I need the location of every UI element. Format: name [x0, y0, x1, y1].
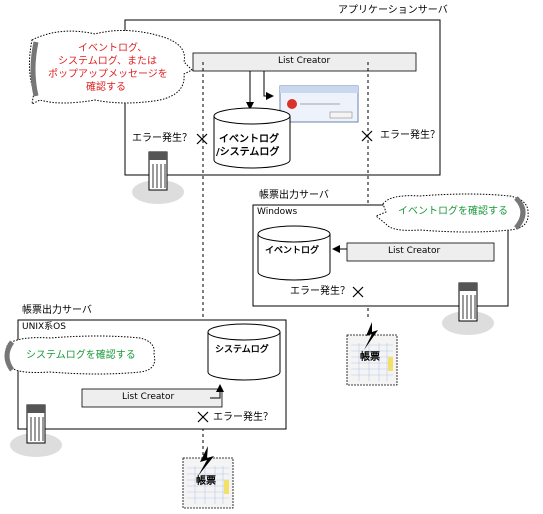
unix-os-label: UNIX系OS — [22, 322, 66, 332]
app-error-label-right: エラー発生？ — [380, 130, 440, 141]
app-callout-line2: システムログ、または — [58, 56, 157, 67]
app-log-cylinder — [213, 107, 291, 169]
app-callout-line4: 確認する — [86, 82, 126, 93]
windows-callout-shade — [514, 196, 526, 230]
app-list-creator-label: List Creator — [278, 56, 331, 66]
windows-error-mark — [352, 286, 364, 298]
unix-error-mark — [197, 411, 209, 423]
app-list-creator-bar — [192, 52, 417, 72]
app-error-label-left: エラー発生？ — [132, 133, 192, 144]
app-log-label-line1: イベントログ — [219, 134, 279, 145]
windows-log-cylinder — [257, 225, 331, 281]
app-error-mark-right — [361, 130, 373, 142]
unix-callout-bubble — [5, 335, 156, 375]
app-callout-line1: イベントログ、 — [78, 43, 148, 54]
windows-log-label: イベントログ — [265, 246, 320, 256]
windows-list-creator-bar — [346, 242, 495, 262]
unix-callout-shade — [4, 340, 15, 372]
windows-list-creator-label: List Creator — [388, 246, 441, 256]
unix-log-cylinder — [207, 323, 281, 381]
arrow-to-popup — [263, 71, 274, 100]
windows-lightning-icon — [364, 322, 378, 350]
unix-callout-text: システムログを確認する — [26, 350, 136, 361]
windows-error-label: エラー発生？ — [290, 286, 350, 297]
unix-error-label: エラー発生？ — [213, 412, 273, 423]
unix-log-label: システムログ — [215, 345, 269, 355]
app-error-mark-left — [196, 133, 208, 145]
app-callout-bubble — [28, 29, 193, 105]
app-callout-shade — [30, 41, 39, 97]
app-server-title: アプリケーションサーバ — [338, 5, 448, 16]
windows-os-label: Windows — [257, 207, 298, 217]
windows-callout-bubble — [375, 193, 529, 233]
unix-arrow-to-log — [210, 384, 224, 399]
popup-message-window — [279, 85, 359, 123]
app-callout-line3: ポップアップメッセージを — [48, 69, 168, 80]
app-log-label-line2: /システムログ — [216, 147, 280, 158]
windows-document-label: 帳票 — [360, 352, 380, 363]
unix-lightning-icon — [198, 446, 214, 476]
unix-list-creator-bar — [81, 388, 223, 408]
windows-callout-text: イベントログを確認する — [398, 206, 508, 217]
unix-list-creator-label: List Creator — [122, 392, 175, 402]
unix-server-title: 帳票出力サーバ — [22, 305, 92, 316]
unix-document-label: 帳票 — [196, 476, 216, 487]
windows-server-title: 帳票出力サーバ — [259, 190, 329, 201]
